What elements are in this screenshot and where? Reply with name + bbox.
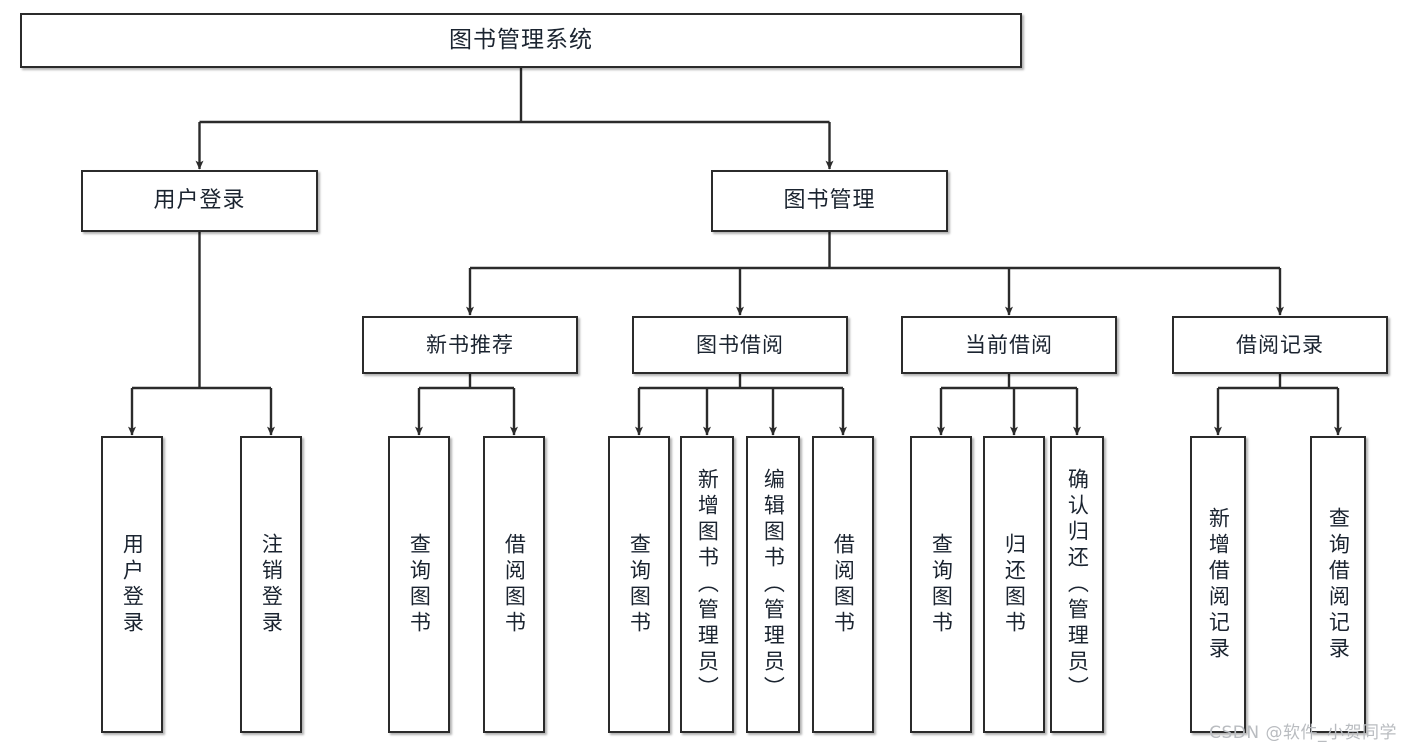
node-label: 新增借阅记录 bbox=[1206, 506, 1231, 663]
node-leaf-add-book[interactable]: 新增图书（管理员） bbox=[680, 436, 734, 733]
node-label: 编辑图书（管理员） bbox=[761, 467, 786, 702]
node-leaf-query-book-2[interactable]: 查询图书 bbox=[608, 436, 670, 733]
node-label: 借阅图书 bbox=[831, 532, 856, 637]
edge-group bbox=[128, 68, 1342, 436]
node-label: 查询图书 bbox=[929, 532, 954, 637]
node-label: 用户登录 bbox=[120, 532, 145, 637]
node-label: 查询借阅记录 bbox=[1326, 506, 1351, 663]
node-label: 查询图书 bbox=[627, 532, 652, 637]
node-user-login[interactable]: 用户登录 bbox=[81, 170, 318, 232]
node-leaf-query-book-1[interactable]: 查询图书 bbox=[388, 436, 450, 733]
node-label: 新增图书（管理员） bbox=[695, 467, 720, 702]
node-leaf-return-book[interactable]: 归还图书 bbox=[983, 436, 1045, 733]
watermark-text: CSDN @软件_小贺同学 bbox=[1209, 723, 1397, 743]
node-new-book-rec[interactable]: 新书推荐 bbox=[362, 316, 578, 374]
node-leaf-borrow-book-1[interactable]: 借阅图书 bbox=[483, 436, 545, 733]
node-current-borrow[interactable]: 当前借阅 bbox=[901, 316, 1117, 374]
node-label: 图书管理 bbox=[783, 188, 876, 214]
node-leaf-user-login[interactable]: 用户登录 bbox=[101, 436, 163, 733]
node-book-borrow[interactable]: 图书借阅 bbox=[632, 316, 848, 374]
node-leaf-add-record[interactable]: 新增借阅记录 bbox=[1190, 436, 1246, 733]
node-label: 注销登录 bbox=[259, 532, 284, 637]
node-label: 借阅记录 bbox=[1236, 332, 1324, 357]
node-label: 图书借阅 bbox=[696, 332, 784, 357]
node-root[interactable]: 图书管理系统 bbox=[20, 13, 1022, 68]
node-leaf-query-book-3[interactable]: 查询图书 bbox=[910, 436, 972, 733]
node-label: 图书管理系统 bbox=[449, 26, 593, 53]
node-label: 当前借阅 bbox=[965, 332, 1053, 357]
node-leaf-borrow-book-2[interactable]: 借阅图书 bbox=[812, 436, 874, 733]
node-label: 新书推荐 bbox=[426, 332, 514, 357]
node-leaf-query-record[interactable]: 查询借阅记录 bbox=[1310, 436, 1366, 733]
node-label: 归还图书 bbox=[1002, 532, 1027, 637]
node-leaf-edit-book[interactable]: 编辑图书（管理员） bbox=[746, 436, 800, 733]
node-book-manage[interactable]: 图书管理 bbox=[711, 170, 948, 232]
node-leaf-logout[interactable]: 注销登录 bbox=[240, 436, 302, 733]
node-label: 确认归还（管理员） bbox=[1065, 467, 1090, 702]
node-label: 查询图书 bbox=[407, 532, 432, 637]
node-borrow-record[interactable]: 借阅记录 bbox=[1172, 316, 1388, 374]
node-leaf-confirm-return[interactable]: 确认归还（管理员） bbox=[1050, 436, 1104, 733]
node-label: 用户登录 bbox=[153, 188, 246, 214]
node-label: 借阅图书 bbox=[502, 532, 527, 637]
